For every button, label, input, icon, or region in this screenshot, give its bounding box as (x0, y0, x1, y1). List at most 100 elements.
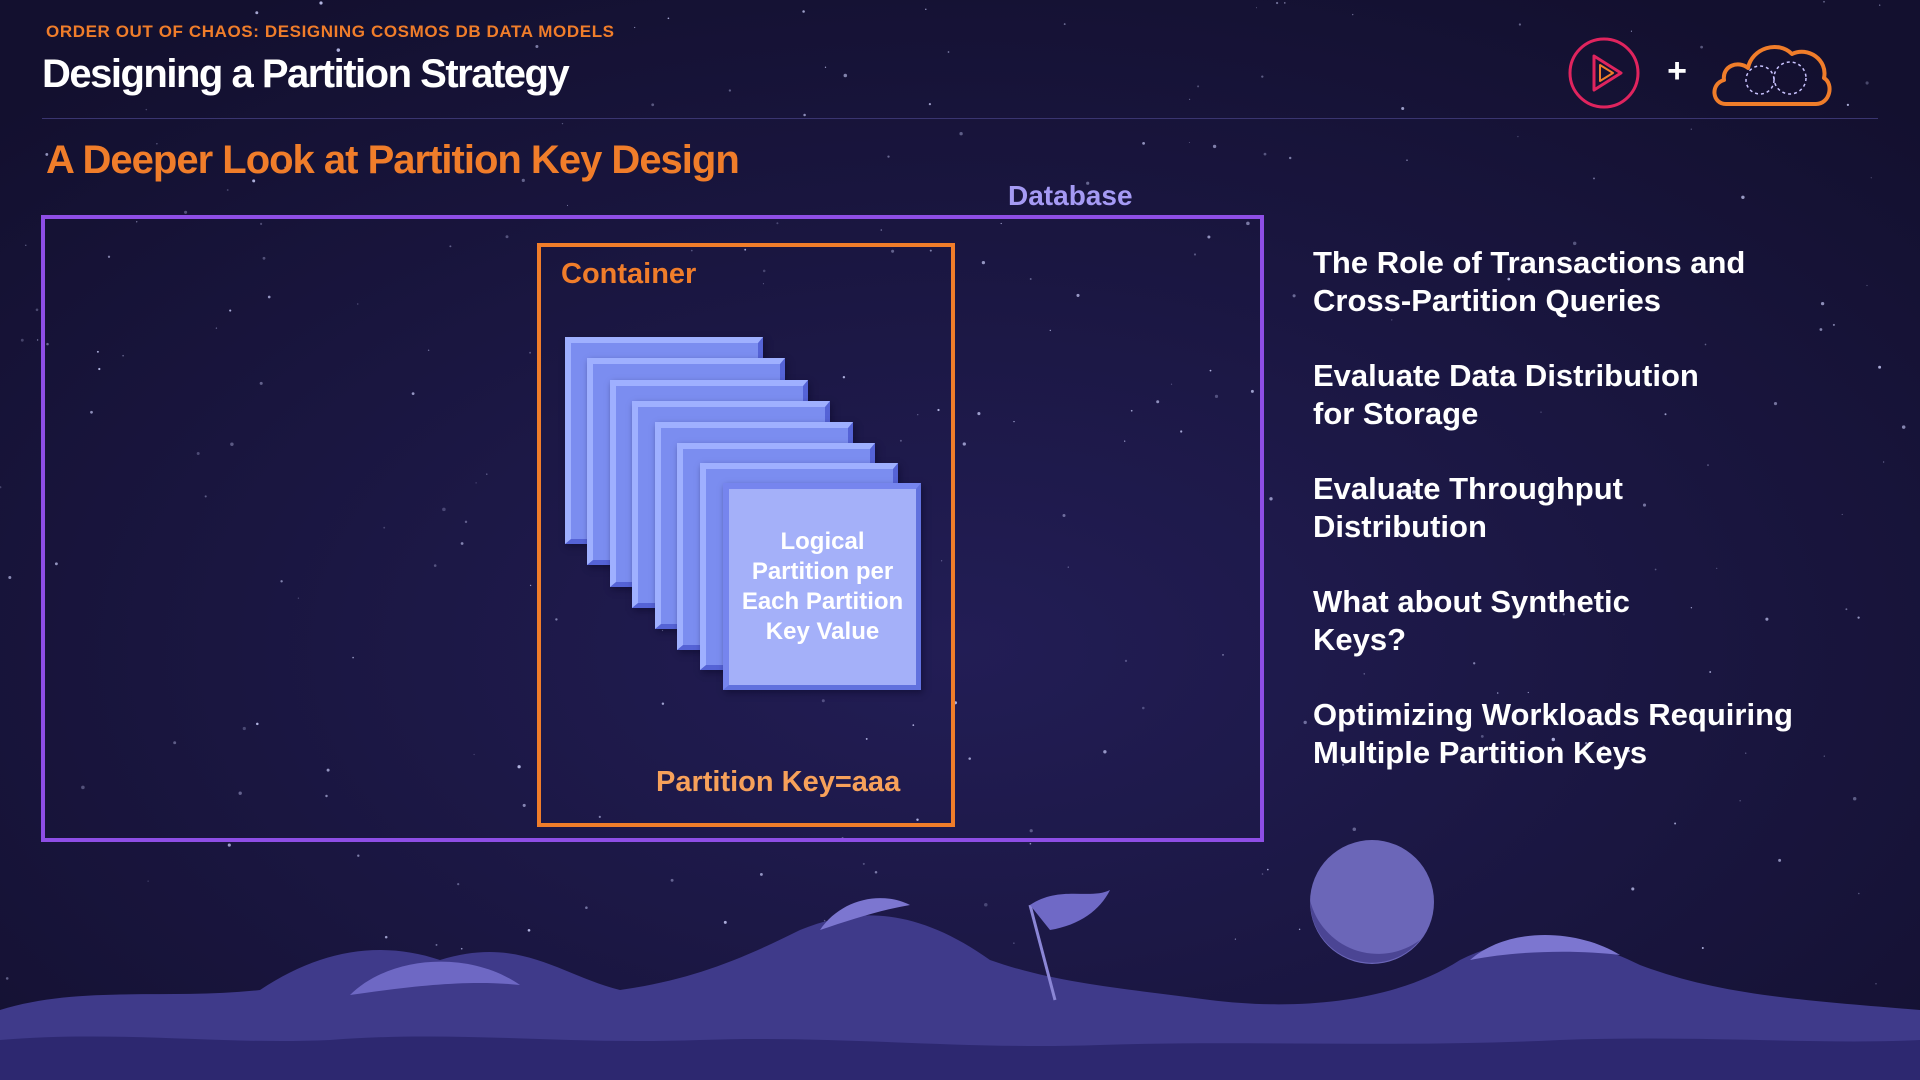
star (1496, 692, 1499, 694)
star (1883, 461, 1885, 463)
star (1527, 691, 1529, 694)
star (1261, 75, 1264, 78)
star (728, 89, 732, 92)
star (145, 108, 148, 111)
star (862, 862, 865, 865)
star (1156, 400, 1160, 404)
star (566, 204, 569, 206)
star (1298, 928, 1301, 931)
plus-icon: + (1667, 52, 1687, 90)
star (1197, 85, 1200, 88)
star (326, 768, 330, 772)
logical-partition-card-front: Logical Partition per Each Partition Key… (723, 483, 921, 690)
star (1013, 420, 1015, 423)
star (460, 542, 464, 545)
star (35, 308, 39, 312)
star (1351, 535, 1354, 537)
star (1255, 7, 1258, 9)
star (968, 757, 971, 760)
star (759, 872, 763, 876)
star (555, 618, 558, 621)
star (1086, 181, 1090, 185)
star (1130, 409, 1133, 412)
topic-line: Multiple Partition Keys (1313, 735, 1648, 770)
star (1878, 365, 1882, 369)
topic-line: The Role of Transactions and (1313, 245, 1746, 280)
star (252, 179, 256, 183)
star (842, 376, 846, 379)
star (260, 222, 263, 225)
star (1106, 189, 1109, 193)
star (486, 473, 488, 475)
star (173, 741, 177, 745)
star (449, 245, 452, 248)
star (1602, 745, 1606, 749)
star (1180, 430, 1183, 433)
star (1170, 383, 1173, 385)
star (670, 878, 674, 882)
star (352, 656, 354, 659)
star (20, 338, 24, 342)
star (891, 249, 895, 253)
star (598, 815, 601, 819)
star (661, 702, 665, 705)
star (690, 249, 693, 252)
star (1412, 490, 1416, 494)
star (1363, 673, 1365, 675)
star (1188, 98, 1191, 101)
star (925, 8, 927, 11)
star (1690, 128, 1692, 130)
star (45, 152, 49, 156)
course-eyebrow: ORDER OUT OF CHAOS: DESIGNING COSMOS DB … (46, 22, 615, 41)
star (1250, 389, 1254, 393)
star (1866, 284, 1868, 287)
star (411, 392, 415, 395)
star (1124, 659, 1128, 663)
star (1261, 873, 1264, 875)
star (136, 221, 138, 223)
star (1063, 23, 1066, 26)
star (297, 597, 300, 599)
star (1352, 13, 1354, 16)
play-icon (1568, 37, 1640, 109)
star (865, 737, 868, 740)
star (947, 51, 950, 53)
star (5, 977, 9, 980)
star (460, 947, 463, 950)
star (1704, 343, 1707, 346)
star (529, 584, 532, 587)
star (843, 73, 848, 78)
star (1832, 323, 1835, 326)
star (1709, 671, 1712, 673)
header-divider (42, 118, 1878, 119)
star (1263, 152, 1267, 156)
star (1049, 329, 1052, 332)
star (90, 410, 93, 414)
star (1773, 402, 1778, 406)
star (46, 342, 49, 346)
star (1000, 222, 1002, 225)
star (464, 520, 468, 524)
topic-line: Cross-Partition Queries (1313, 283, 1661, 318)
star (122, 354, 124, 357)
star (1865, 81, 1869, 85)
star (1391, 319, 1393, 321)
topic-line: What about Synthetic (1313, 584, 1630, 619)
star (1209, 369, 1212, 372)
star (1029, 842, 1032, 845)
star (1562, 613, 1566, 616)
partition-key-label: Partition Key=aaa (656, 766, 901, 798)
topic-line: Evaluate Throughput (1313, 471, 1623, 506)
star (802, 10, 805, 13)
star (1062, 514, 1066, 517)
star (242, 726, 246, 731)
star (357, 854, 360, 857)
star (505, 235, 509, 239)
star (384, 935, 388, 939)
star (803, 113, 806, 117)
star (1518, 23, 1522, 26)
star (1267, 868, 1269, 871)
star (1406, 159, 1408, 161)
star (204, 495, 207, 498)
star (475, 482, 477, 484)
